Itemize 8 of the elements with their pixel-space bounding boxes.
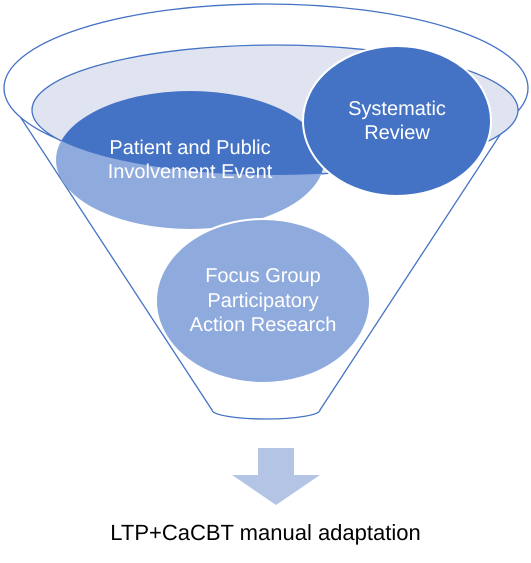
ellipse-node — [155, 218, 371, 384]
block-arrow — [232, 448, 320, 505]
ellipse-node — [55, 90, 325, 230]
ellipse-label: Systematic Review — [347, 96, 447, 146]
outcome-label: LTP+CaCBT manual adaptation — [110, 520, 421, 546]
ellipse-label: Patient and Public Involvement Event — [106, 136, 274, 184]
ellipse-label: Focus Group Participatory Action Research — [188, 264, 338, 338]
ellipse-node — [302, 45, 492, 197]
